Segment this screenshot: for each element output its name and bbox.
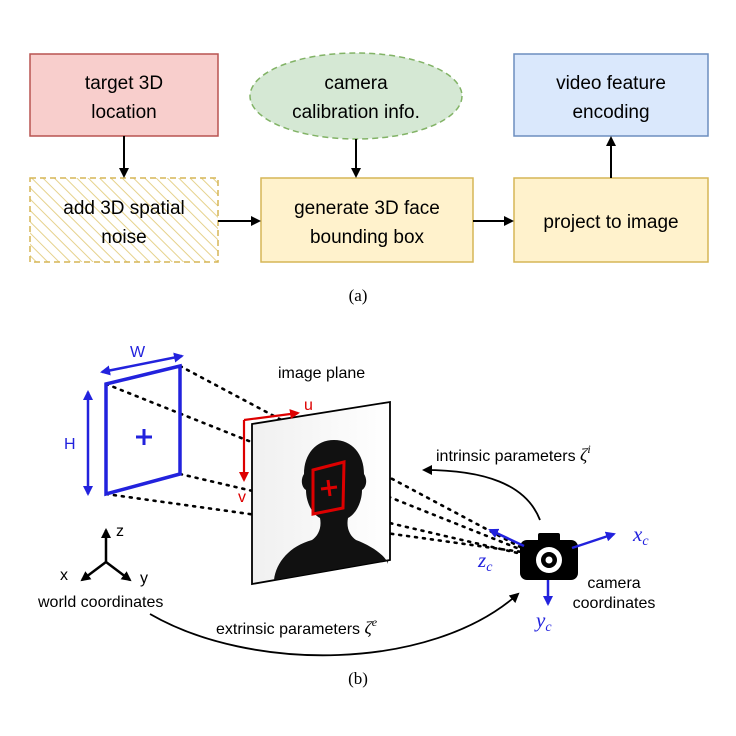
spatial-noise-line2: noise [101, 227, 146, 248]
u-axis-arrow [243, 409, 300, 422]
generate-bbox-box: generate 3D face bounding box [260, 177, 474, 263]
target-location-line1: target 3D [85, 73, 163, 94]
caption-b: (b) [348, 669, 368, 688]
video-feature-line1: video feature [556, 73, 666, 94]
caption-a: (a) [349, 286, 368, 305]
intrinsic-label: intrinsic parameters ζi [436, 442, 591, 465]
generate-bbox-line1: generate 3D face [294, 198, 440, 219]
v-label: v [238, 489, 246, 506]
extrinsic-curve [149, 592, 520, 657]
face-3d-bbox [104, 363, 182, 497]
video-feature-line2: encoding [572, 102, 649, 123]
image-plane-label: image plane [278, 365, 365, 382]
intrinsic-curve [422, 465, 541, 521]
project-to-image-box: project to image [513, 177, 709, 263]
camera-x-axis [571, 531, 616, 550]
camera-calibration-ellipse: camera calibration info. [249, 52, 463, 140]
camera-y-label: yc [534, 608, 552, 635]
project-to-image-label: project to image [543, 212, 678, 233]
target-location-box: target 3D location [29, 53, 219, 137]
world-y-label: y [140, 570, 148, 587]
spatial-noise-line1: add 3D spatial [63, 198, 184, 219]
camera-z-label: zc [477, 548, 493, 575]
width-label: W [130, 344, 146, 361]
world-x-label: x [60, 567, 68, 584]
height-label: H [64, 436, 76, 453]
panel-a: target 3D location camera calibration in… [29, 52, 709, 305]
face-2d-bbox [311, 460, 346, 516]
camera-icon [520, 533, 578, 580]
camera-calibration-line2: calibration info. [292, 102, 420, 123]
camera-coordinates-line2: coordinates [573, 595, 656, 612]
u-label: u [304, 397, 313, 414]
world-axes: z x y [60, 523, 148, 587]
world-coordinates-label: world coordinates [37, 594, 163, 611]
world-z-label: z [116, 523, 124, 540]
camera-x-label: xc [632, 522, 649, 549]
camera-calibration-line1: camera [324, 73, 388, 94]
panel-b: W H u v image plane intrinsic parameters… [37, 344, 655, 688]
generate-bbox-line2: bounding box [310, 227, 425, 248]
extrinsic-label: extrinsic parameters ζe [216, 615, 378, 638]
video-feature-encoding-box: video feature encoding [513, 53, 709, 137]
spatial-noise-box: add 3D spatial noise [29, 177, 219, 263]
image-plane [251, 400, 391, 586]
camera-coordinates-line1: camera [587, 575, 640, 592]
camera-z-axis [488, 528, 525, 548]
target-location-line2: location [91, 102, 157, 123]
width-arrow [100, 352, 184, 376]
